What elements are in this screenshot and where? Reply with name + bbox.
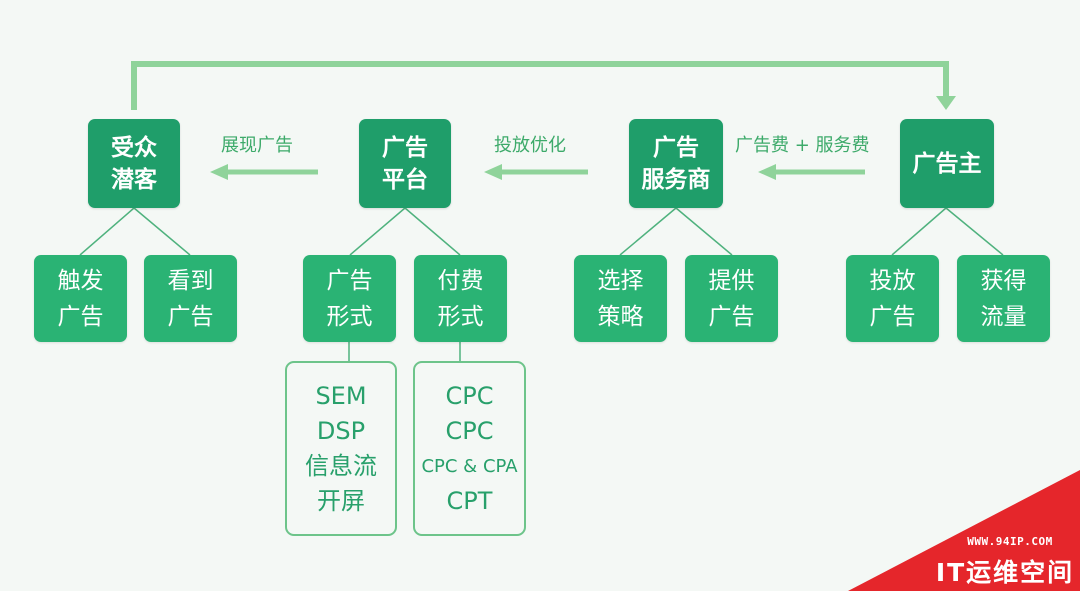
ad-format-list: SEM DSP 信息流 开屏 bbox=[285, 361, 397, 536]
watermark-text: IT运维空间 bbox=[935, 558, 1075, 587]
label-optimize: 投放优化 bbox=[494, 135, 566, 156]
ad-format-item: 信息流 bbox=[305, 451, 377, 480]
label-show-ad: 展现广告 bbox=[221, 135, 293, 156]
ad-format-item: SEM bbox=[315, 381, 367, 410]
pay-format-item: CPC bbox=[445, 381, 494, 410]
node-choose-strategy: 选择 策略 bbox=[574, 255, 667, 342]
watermark-url: WWW.94IP.COM bbox=[967, 535, 1053, 548]
label-fees: 广告费 + 服务费 bbox=[735, 135, 870, 156]
node-gain-traffic: 获得 流量 bbox=[957, 255, 1050, 342]
node-ad-platform: 广告 平台 bbox=[359, 119, 451, 208]
node-ad-agency: 广告 服务商 bbox=[629, 119, 723, 208]
arrowhead-platform-to-audience bbox=[210, 164, 228, 180]
node-ad-format: 广告 形式 bbox=[303, 255, 396, 342]
node-pay-format: 付费 形式 bbox=[414, 255, 507, 342]
node-place-ad: 投放 广告 bbox=[846, 255, 939, 342]
ad-format-item: 开屏 bbox=[317, 486, 365, 515]
node-see-ad: 看到 广告 bbox=[144, 255, 237, 342]
arrowhead-agency-to-platform bbox=[484, 164, 502, 180]
pay-format-list: CPC CPC CPC & CPA CPT bbox=[413, 361, 526, 536]
arrowhead-advertiser-to-agency bbox=[758, 164, 776, 180]
node-audience: 受众 潜客 bbox=[88, 119, 180, 208]
pay-format-item: CPC bbox=[445, 416, 494, 445]
pay-format-item: CPT bbox=[446, 486, 493, 515]
node-trigger-ad: 触发 广告 bbox=[34, 255, 127, 342]
tree-branches bbox=[79, 207, 1004, 361]
node-advertiser: 广告主 bbox=[900, 119, 994, 208]
node-provide-ad: 提供 广告 bbox=[685, 255, 778, 342]
feedback-loop-arrowhead bbox=[936, 96, 956, 110]
feedback-loop-arrow bbox=[131, 61, 949, 110]
ad-format-item: DSP bbox=[316, 416, 366, 445]
pay-format-item: CPC & CPA bbox=[421, 455, 518, 477]
